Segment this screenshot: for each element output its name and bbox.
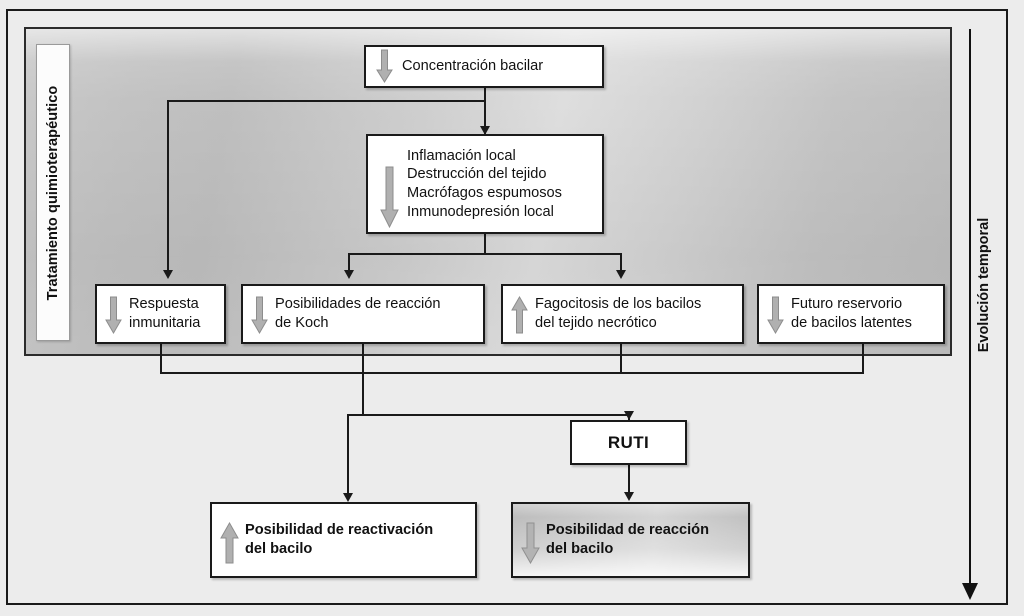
arrowhead-to-inflamacion: [480, 126, 490, 135]
connector-concentracion-trunk: [484, 88, 486, 135]
node-label: Inflamación local Destrucción del tejido…: [407, 147, 562, 220]
node-label: RUTI: [607, 432, 650, 452]
connector-lower-bus: [347, 414, 630, 416]
arrowhead-to-reactivacion: [343, 493, 353, 502]
down-block-arrow-icon: [380, 166, 399, 228]
connector-to-respuesta-horizontal: [167, 100, 485, 102]
connector-to-fagocitosis-vertical: [620, 253, 622, 276]
node-label: Concentración bacilar: [402, 58, 544, 75]
node-label: Posibilidades de reacción de Koch: [275, 296, 441, 331]
connector-inflamacion-bus: [348, 253, 622, 255]
time-axis-label: Evolución temporal: [976, 217, 992, 353]
connector-fagocitosis-drop: [620, 344, 622, 374]
node-posibilidades-reaccion-koch[interactable]: Posibilidades de reacción de Koch: [241, 284, 485, 344]
node-concentracion-bacilar[interactable]: Concentración bacilar: [364, 45, 604, 88]
down-block-arrow-icon: [251, 296, 268, 334]
side-label-text: Tratamiento quimioterapéutico: [45, 85, 61, 300]
connector-to-koch-vertical: [348, 253, 350, 276]
node-futuro-reservorio[interactable]: Futuro reservorio de bacilos latentes: [757, 284, 945, 344]
arrowhead-to-reaccion: [624, 492, 634, 501]
node-ruti[interactable]: RUTI: [570, 420, 687, 465]
time-axis-line: [969, 29, 971, 586]
down-block-arrow-icon: [521, 522, 540, 564]
side-label-chemotherapy: Tratamiento quimioterapéutico: [36, 44, 70, 341]
arrowhead-to-ruti: [624, 411, 634, 420]
node-inflamacion-local[interactable]: Inflamación local Destrucción del tejido…: [366, 134, 604, 234]
node-fagocitosis-bacilos[interactable]: Fagocitosis de los bacilos del tejido ne…: [501, 284, 744, 344]
connector-ruti-to-reaccion: [628, 465, 630, 497]
node-posibilidad-reaccion[interactable]: Posibilidad de reacción del bacilo: [511, 502, 750, 578]
connector-reservorio-drop: [862, 344, 864, 374]
node-label: Respuesta inmunitaria: [129, 296, 201, 331]
node-label: Posibilidad de reactivación del bacilo: [245, 522, 434, 557]
up-block-arrow-icon: [511, 296, 528, 334]
down-block-arrow-icon: [105, 296, 122, 334]
connector-to-reactivacion: [347, 414, 349, 498]
connector-koch-drop: [362, 344, 364, 374]
connector-respuesta-drop: [160, 344, 162, 374]
node-posibilidad-reactivacion[interactable]: Posibilidad de reactivación del bacilo: [210, 502, 477, 578]
node-label: Fagocitosis de los bacilos del tejido ne…: [535, 296, 702, 331]
connector-middle-row-bus: [160, 372, 864, 374]
down-block-arrow-icon: [767, 296, 784, 334]
node-label: Futuro reservorio de bacilos latentes: [791, 296, 912, 331]
time-axis-arrowhead-icon: [962, 583, 978, 600]
down-block-arrow-icon: [376, 49, 393, 85]
node-label: Posibilidad de reacción del bacilo: [546, 522, 710, 557]
connector-bus-drop: [362, 372, 364, 416]
up-block-arrow-icon: [220, 522, 239, 564]
arrowhead-to-koch: [344, 270, 354, 279]
arrowhead-to-respuesta: [163, 270, 173, 279]
node-respuesta-inmunitaria[interactable]: Respuesta inmunitaria: [95, 284, 226, 344]
connector-inflamacion-stem: [484, 234, 486, 254]
arrowhead-to-fagocitosis: [616, 270, 626, 279]
connector-to-respuesta-vertical: [167, 100, 169, 275]
